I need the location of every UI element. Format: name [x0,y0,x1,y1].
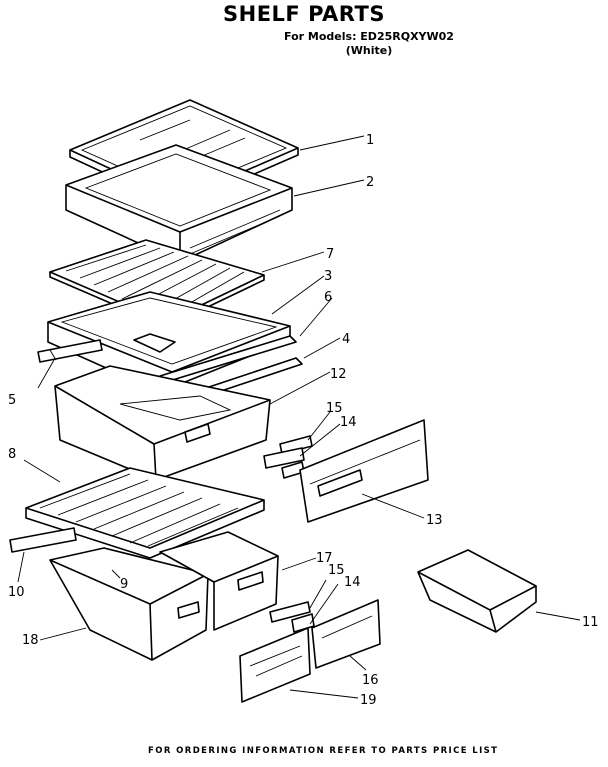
callout-1: 1 [366,133,374,148]
callout-6: 6 [324,290,332,305]
color-line: (White) [345,44,393,57]
part-11-dairy-tray [417,549,537,633]
callout-13: 13 [426,513,443,528]
page-title: SHELF PARTS [223,2,385,26]
callout-15-lower: 15 [328,563,345,578]
ordering-footer-note: FOR ORDERING INFORMATION REFER TO PARTS … [148,746,499,756]
callout-19: 19 [360,693,377,708]
part-16-drawer-front [311,599,381,669]
callout-14-lower: 14 [344,575,361,590]
part-19-drawer-front [239,627,311,703]
callout-11: 11 [582,615,599,630]
callout-9: 9 [120,577,128,592]
callout-labels: 1 2 7 3 6 4 5 12 15 14 8 13 17 10 9 15 1… [8,133,599,708]
leader-lines [17,135,581,699]
part-14-upper-clip [263,447,305,479]
callout-18: 18 [22,633,39,648]
callout-8: 8 [8,447,16,462]
part-10-left-rail [9,527,77,553]
part-15-lower-clip [269,601,311,623]
callout-4: 4 [342,332,350,347]
callout-15-upper: 15 [326,401,343,416]
callout-16: 16 [362,673,379,688]
callout-14-upper: 14 [340,415,357,430]
part-5-left-rail [37,339,103,363]
callout-2: 2 [366,175,374,190]
part-8-lower-shelf [25,467,265,559]
callout-12: 12 [330,367,347,382]
callout-3: 3 [324,269,332,284]
callout-10: 10 [8,585,25,600]
callout-7: 7 [326,247,334,262]
callout-17: 17 [316,551,333,566]
models-line: For Models: ED25RQXYW02 [284,30,454,43]
callout-5: 5 [8,393,16,408]
part-13-drawer-front [299,419,429,523]
part-17-right-crisper [159,531,279,631]
